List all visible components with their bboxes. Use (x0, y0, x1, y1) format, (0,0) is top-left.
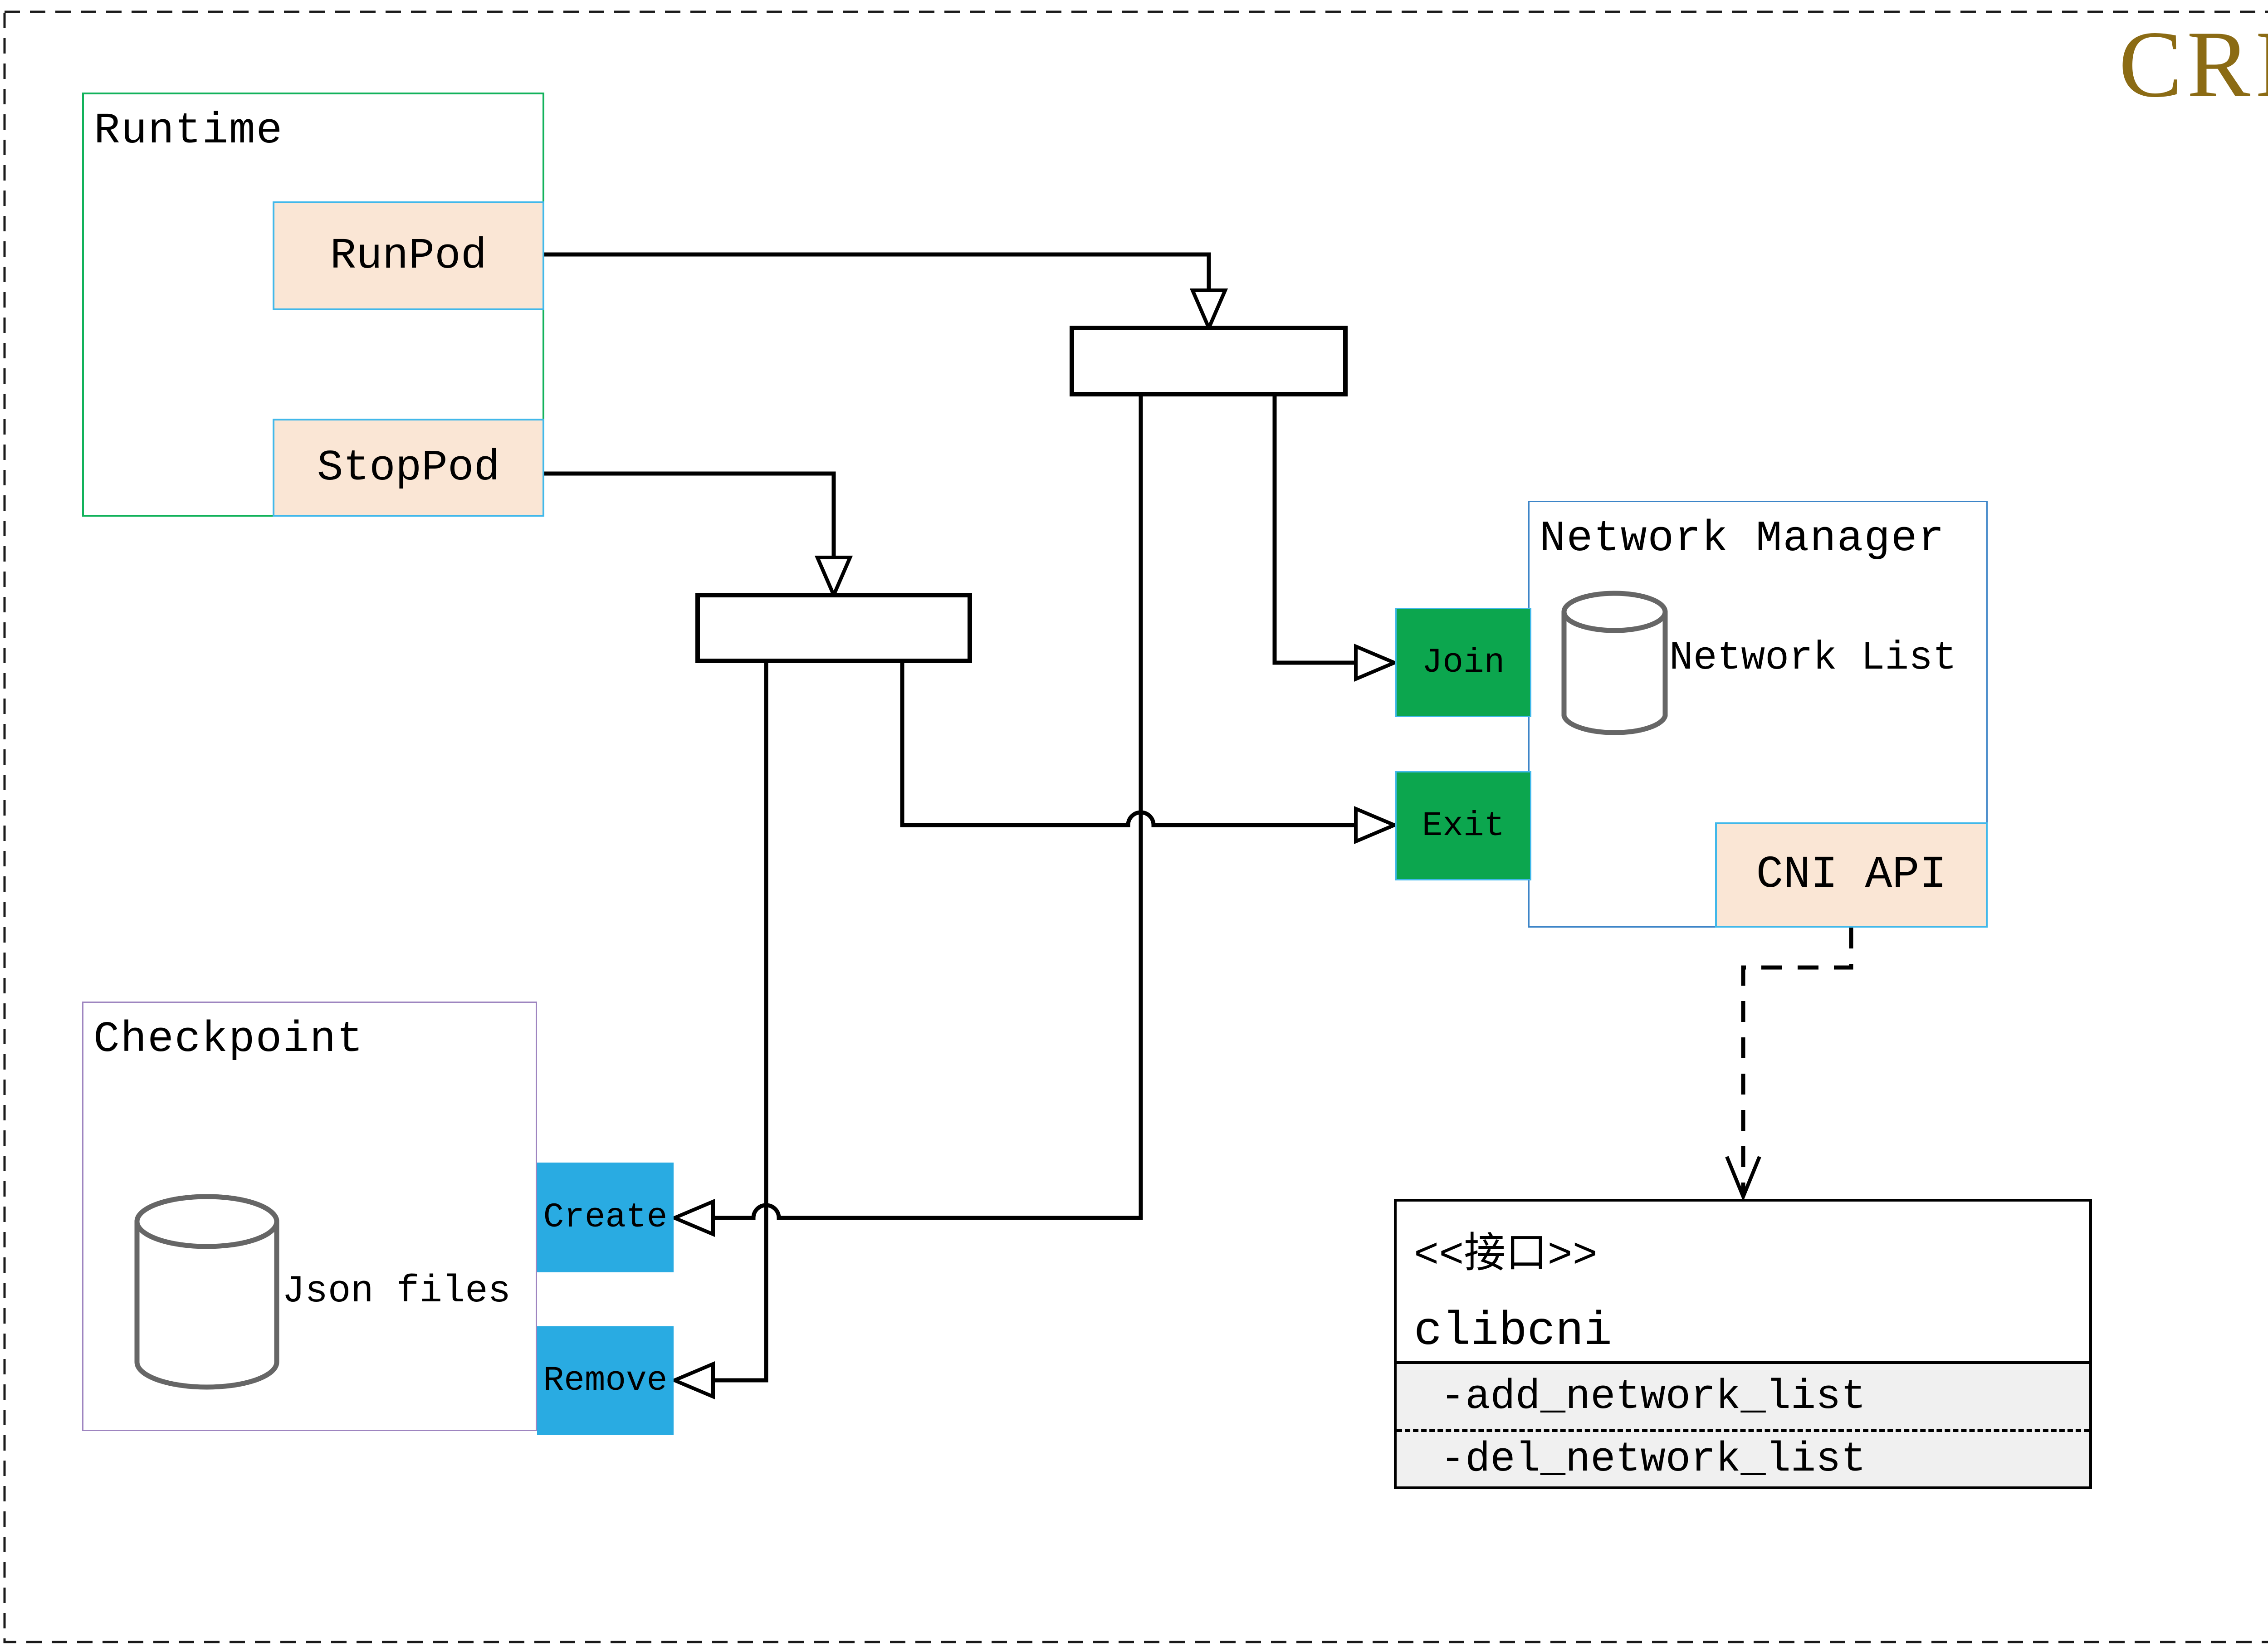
cni-api-box: CNI API (1715, 822, 1988, 928)
create-box: Create (537, 1163, 674, 1272)
cri-title: CRI (2118, 12, 2268, 117)
stoppod-connector (544, 471, 836, 557)
join-label: Join (1422, 643, 1505, 682)
dependency-arrowhead-icon (1725, 1156, 1761, 1202)
cni-api-label: CNI API (1756, 849, 1947, 901)
stoppod-arrowhead-down-icon (814, 556, 853, 600)
exit-label: Exit (1422, 806, 1505, 845)
exit-connector (900, 661, 1356, 827)
remove-label: Remove (543, 1361, 668, 1400)
clibcni-attributes-section: -add_network_list -del_network_list (1397, 1361, 2089, 1486)
create-arrowhead-left-icon (670, 1198, 715, 1237)
stoppod-label: StopPod (317, 443, 500, 493)
runtime-title: Runtime (94, 106, 284, 156)
clibcni-attribute-row: -add_network_list (1397, 1364, 2089, 1432)
join-connector (1272, 394, 1356, 665)
runpod-arrowhead-down-icon (1189, 288, 1228, 333)
join-arrowhead-right-icon (1354, 643, 1399, 682)
json-files-label: Json files (282, 1270, 511, 1313)
exit-box: Exit (1395, 771, 1531, 880)
remove-arrowhead-left-icon (670, 1361, 715, 1400)
clibcni-interface-box: <<接口>> clibcni -add_network_list -del_ne… (1394, 1199, 2092, 1489)
create-connector (713, 394, 1143, 1220)
exit-arrowhead-right-icon (1354, 806, 1399, 845)
runpod-label: RunPod (330, 231, 487, 281)
anonymous-step-box-1 (1070, 326, 1348, 396)
checkpoint-group-box: Checkpoint (82, 1002, 537, 1431)
clibcni-header: <<接口>> clibcni (1397, 1202, 2089, 1361)
clibcni-stereotype: <<接口>> (1414, 1232, 1598, 1280)
create-label: Create (543, 1198, 668, 1237)
stoppod-box: StopPod (273, 419, 544, 517)
network-list-label: Network List (1669, 636, 1957, 681)
clibcni-attribute-row: -del_network_list (1440, 1435, 1866, 1483)
network-manager-title: Network Manager (1540, 514, 1945, 563)
anonymous-step-box-2 (695, 593, 972, 663)
runpod-connector (544, 252, 1211, 290)
join-box: Join (1395, 608, 1531, 717)
remove-box: Remove (537, 1326, 674, 1435)
clibcni-name: clibcni (1414, 1305, 1612, 1359)
runpod-box: RunPod (273, 201, 544, 310)
checkpoint-title: Checkpoint (93, 1015, 364, 1064)
remove-connector (713, 661, 768, 1383)
cni-dependency-connector (1741, 928, 1853, 1192)
